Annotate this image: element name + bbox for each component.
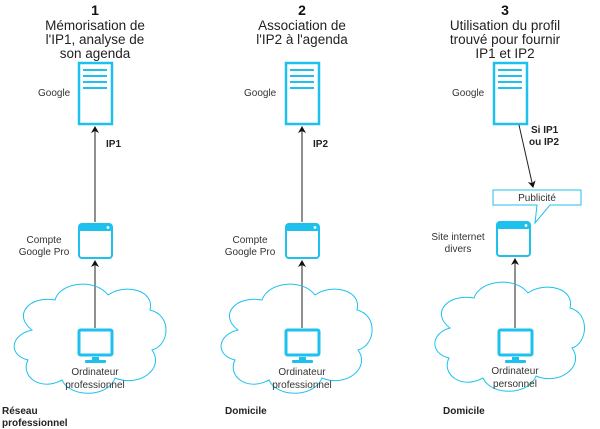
- computer-label-line: Ordinateur: [71, 367, 119, 378]
- server-icon[interactable]: [492, 61, 529, 126]
- network-label: Domicile: [225, 406, 267, 417]
- column-1: 1 Mémorisation de l'IP1, analyse de son …: [2, 2, 167, 429]
- server-icon[interactable]: [77, 61, 114, 126]
- arrow-label: IP1: [106, 139, 121, 150]
- step-title-line: son agenda: [60, 46, 131, 61]
- arrow-label-line: ou IP2: [529, 137, 559, 148]
- monitor-icon[interactable]: [284, 328, 321, 363]
- server-label: Google: [38, 88, 71, 99]
- network-cloud: [220, 283, 373, 394]
- browser-window-icon[interactable]: [78, 223, 113, 259]
- computer-label-line: professionnel: [65, 380, 124, 391]
- browser-window-icon[interactable]: [496, 221, 531, 257]
- network-label-line: Réseau: [2, 406, 38, 417]
- monitor-icon[interactable]: [77, 328, 114, 363]
- computer-label-line: Ordinateur: [278, 367, 326, 378]
- computer-label-line: personnel: [493, 379, 537, 390]
- arrow-label: IP2: [313, 139, 328, 150]
- window-label-line: Compte: [26, 235, 61, 246]
- column-2: 2 Association de l'IP2 à l'agenda Google…: [220, 2, 373, 417]
- window-label-line: Google Pro: [19, 247, 70, 258]
- server-icon[interactable]: [284, 61, 321, 126]
- network-label: Domicile: [443, 406, 485, 417]
- step-title-line: Utilisation du profil: [450, 18, 560, 33]
- connection-arrow: [518, 124, 536, 188]
- window-label-line: Google Pro: [225, 247, 276, 258]
- network-cloud: [434, 281, 585, 392]
- window-label-line: Compte: [232, 235, 267, 246]
- arrow-label-line: Si IP1: [531, 125, 559, 136]
- step-number: 3: [501, 2, 509, 18]
- browser-window-icon[interactable]: [285, 223, 320, 259]
- network-cloud: [13, 283, 167, 394]
- step-title-line: l'IP2 à l'agenda: [256, 32, 348, 47]
- network-label-line: professionnel: [2, 418, 68, 429]
- step-number: 1: [91, 2, 99, 18]
- step-title-line: Mémorisation de: [45, 18, 145, 33]
- window-label-line: Site internet: [431, 232, 485, 243]
- computer-label-line: professionnel: [272, 380, 331, 391]
- server-label: Google: [452, 88, 485, 99]
- step-title-line: trouvé pour fournir: [450, 32, 561, 47]
- computer-label-line: Ordinateur: [491, 366, 539, 377]
- server-label: Google: [244, 88, 277, 99]
- step-number: 2: [298, 2, 306, 18]
- column-3: 3 Utilisation du profil trouvé pour four…: [431, 2, 585, 417]
- step-title-line: Association de: [258, 18, 346, 33]
- step-title-line: l'IP1, analyse de: [46, 32, 145, 47]
- ad-callout[interactable]: Publicité: [492, 189, 582, 225]
- step-title-line: IP1 et IP2: [475, 46, 534, 61]
- callout-label: Publicité: [518, 193, 556, 204]
- monitor-icon[interactable]: [497, 328, 534, 363]
- window-label-line: divers: [445, 244, 472, 255]
